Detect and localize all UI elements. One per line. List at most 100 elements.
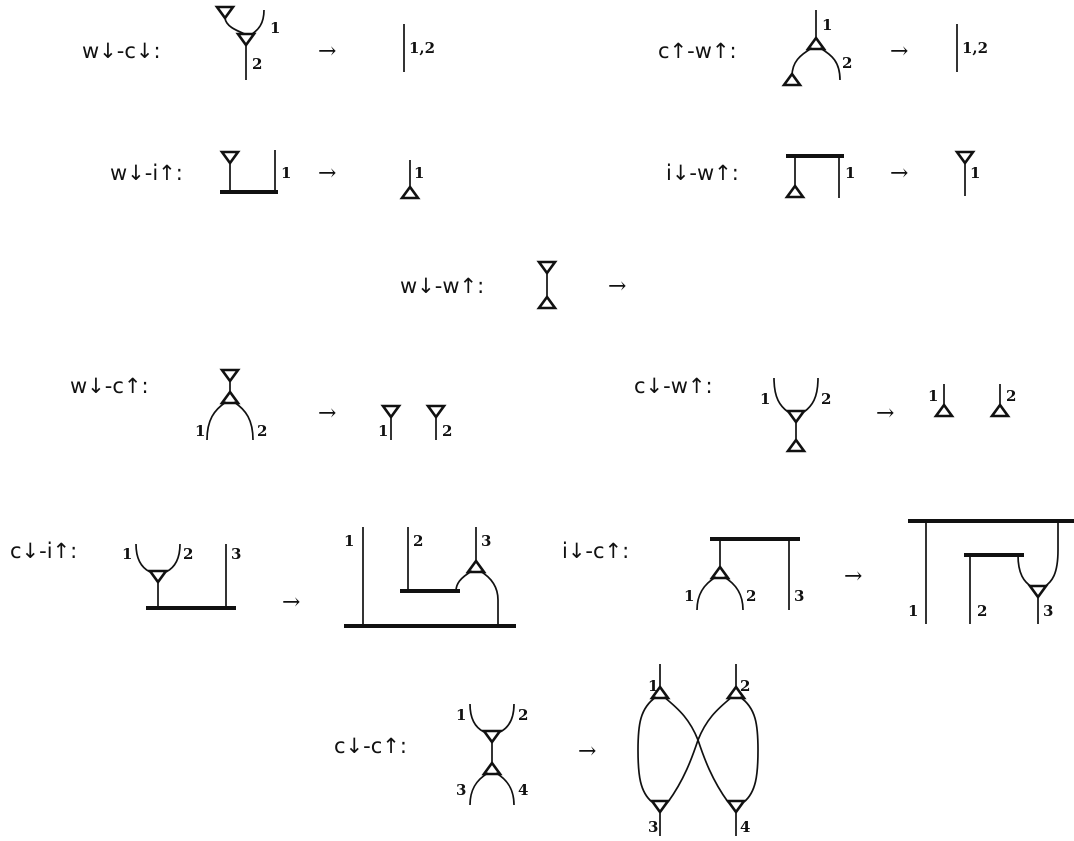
- wire-label: 2: [442, 422, 452, 440]
- weight-up-triangle: [989, 402, 1011, 418]
- weight-up-triangle: [536, 294, 558, 310]
- arrow: →: [318, 401, 336, 426]
- rhs-diagram: 1 2: [378, 404, 452, 440]
- lhs-diagram: 1 2: [760, 377, 831, 453]
- wire-label: 2: [252, 55, 262, 73]
- wire: [233, 401, 254, 441]
- wire: [1017, 554, 1033, 588]
- rule-label: w↓-w↑:: [400, 274, 484, 298]
- rhs-diagram: 1 2 3: [908, 519, 1074, 624]
- copy-down-triangle: [1027, 584, 1049, 600]
- wire: [637, 696, 657, 803]
- rhs-diagram: 1: [399, 160, 424, 200]
- wire-label: 3: [456, 781, 466, 799]
- wire: [251, 9, 265, 35]
- rule-label: w↓-i↑:: [110, 161, 183, 185]
- wire: [791, 47, 813, 77]
- lhs-diagram: 1: [784, 154, 855, 199]
- wire-label: 1: [928, 387, 938, 405]
- rule-cd-wu: c↓-w↑: 1 2 → 1 2: [634, 374, 1016, 453]
- wire: [803, 377, 819, 413]
- weight-down-triangle: [219, 368, 241, 384]
- copy-up-triangle: [805, 35, 827, 51]
- weight-down-triangle: [380, 404, 402, 420]
- lhs-diagram: 1 2: [195, 368, 267, 441]
- copy-up-triangle: [481, 760, 503, 776]
- wire: [696, 576, 717, 611]
- weight-down-triangle: [536, 260, 558, 276]
- rhs-diagram: 1,2: [956, 24, 988, 72]
- copy-down-triangle: [785, 409, 807, 425]
- wire-label: 1: [344, 532, 354, 550]
- weight-up-triangle: [784, 183, 806, 199]
- wire: [1043, 521, 1059, 588]
- arrow: →: [578, 739, 596, 764]
- wire: [135, 543, 151, 573]
- wire: [495, 772, 515, 806]
- wire-label: 1: [270, 19, 280, 37]
- rule-label: c↑-w↑:: [658, 39, 737, 63]
- wire: [499, 703, 515, 733]
- wire-label: 3: [794, 587, 804, 605]
- wire: [819, 47, 841, 81]
- rule-wd-wu: w↓-w↑: →: [400, 260, 626, 310]
- wire-label: 1: [281, 164, 291, 182]
- copy-down-triangle: [725, 799, 747, 815]
- wire: [224, 17, 246, 35]
- copy-down-triangle: [147, 569, 169, 585]
- wire-label: 2: [413, 532, 423, 550]
- copy-up-triangle: [725, 684, 747, 700]
- wire-label: 2: [257, 422, 267, 440]
- rule-label: w↓-c↑:: [70, 374, 149, 398]
- lhs-diagram: 1 2 3: [684, 537, 804, 611]
- copy-up-triangle: [649, 684, 671, 700]
- wire-label: 3: [1043, 602, 1053, 620]
- wire-label: 1: [414, 164, 424, 182]
- rule-cd-cu: c↓-c↑: 1 2 3 4 → 1: [334, 664, 759, 836]
- wire-label: 1: [845, 164, 855, 182]
- weight-up-triangle: [785, 437, 807, 453]
- wire: [206, 401, 227, 441]
- wire: [739, 696, 759, 803]
- rule-label: c↓-w↑:: [634, 374, 713, 398]
- wire-label: 1,2: [409, 39, 435, 57]
- copy-down-triangle: [649, 799, 671, 815]
- copy-down-triangle: [235, 32, 257, 48]
- rule-wd-iu: w↓-i↑: 1 → 1: [110, 150, 424, 200]
- lhs-diagram: 1 2 3 4: [456, 703, 528, 806]
- rule-wd-cd: w↓-c↓: 1 2 → 1,2: [82, 5, 435, 80]
- wire: [667, 696, 733, 803]
- lhs-diagram: 1: [219, 150, 291, 194]
- rule-id-wu: i↓-w↑: 1 → 1: [666, 150, 980, 199]
- rhs-diagram: 1: [954, 150, 980, 196]
- wire-label: 2: [821, 390, 831, 408]
- weight-down-triangle: [214, 5, 236, 21]
- arrow: →: [876, 401, 894, 426]
- rule-label: c↓-i↑:: [10, 539, 77, 563]
- rhs-diagram: 1 2 3: [344, 527, 516, 628]
- arrow: →: [890, 39, 908, 64]
- wire-label: 2: [977, 602, 987, 620]
- wire-label: 1: [648, 677, 658, 695]
- rhs-diagram: 1,2: [403, 24, 435, 72]
- rule-label: c↓-c↑:: [334, 734, 407, 758]
- wire-label: 4: [740, 818, 750, 836]
- weight-up-triangle: [781, 71, 803, 87]
- weight-up-triangle: [933, 402, 955, 418]
- lhs-diagram: 1 2: [781, 10, 852, 87]
- wire-label: 1: [122, 545, 132, 563]
- weight-up-triangle: [399, 184, 421, 200]
- arrow: →: [890, 161, 908, 186]
- copy-up-triangle: [709, 564, 731, 580]
- lhs-diagram: [536, 260, 558, 310]
- arrow: →: [282, 590, 300, 615]
- wire-label: 2: [518, 706, 528, 724]
- wire-label: 1: [456, 706, 466, 724]
- wire-label: 2: [740, 677, 750, 695]
- copy-up-triangle: [219, 389, 241, 405]
- arrow: →: [318, 161, 336, 186]
- wire-label: 2: [746, 587, 756, 605]
- wire-label: 3: [648, 818, 658, 836]
- wire-label: 1: [760, 390, 770, 408]
